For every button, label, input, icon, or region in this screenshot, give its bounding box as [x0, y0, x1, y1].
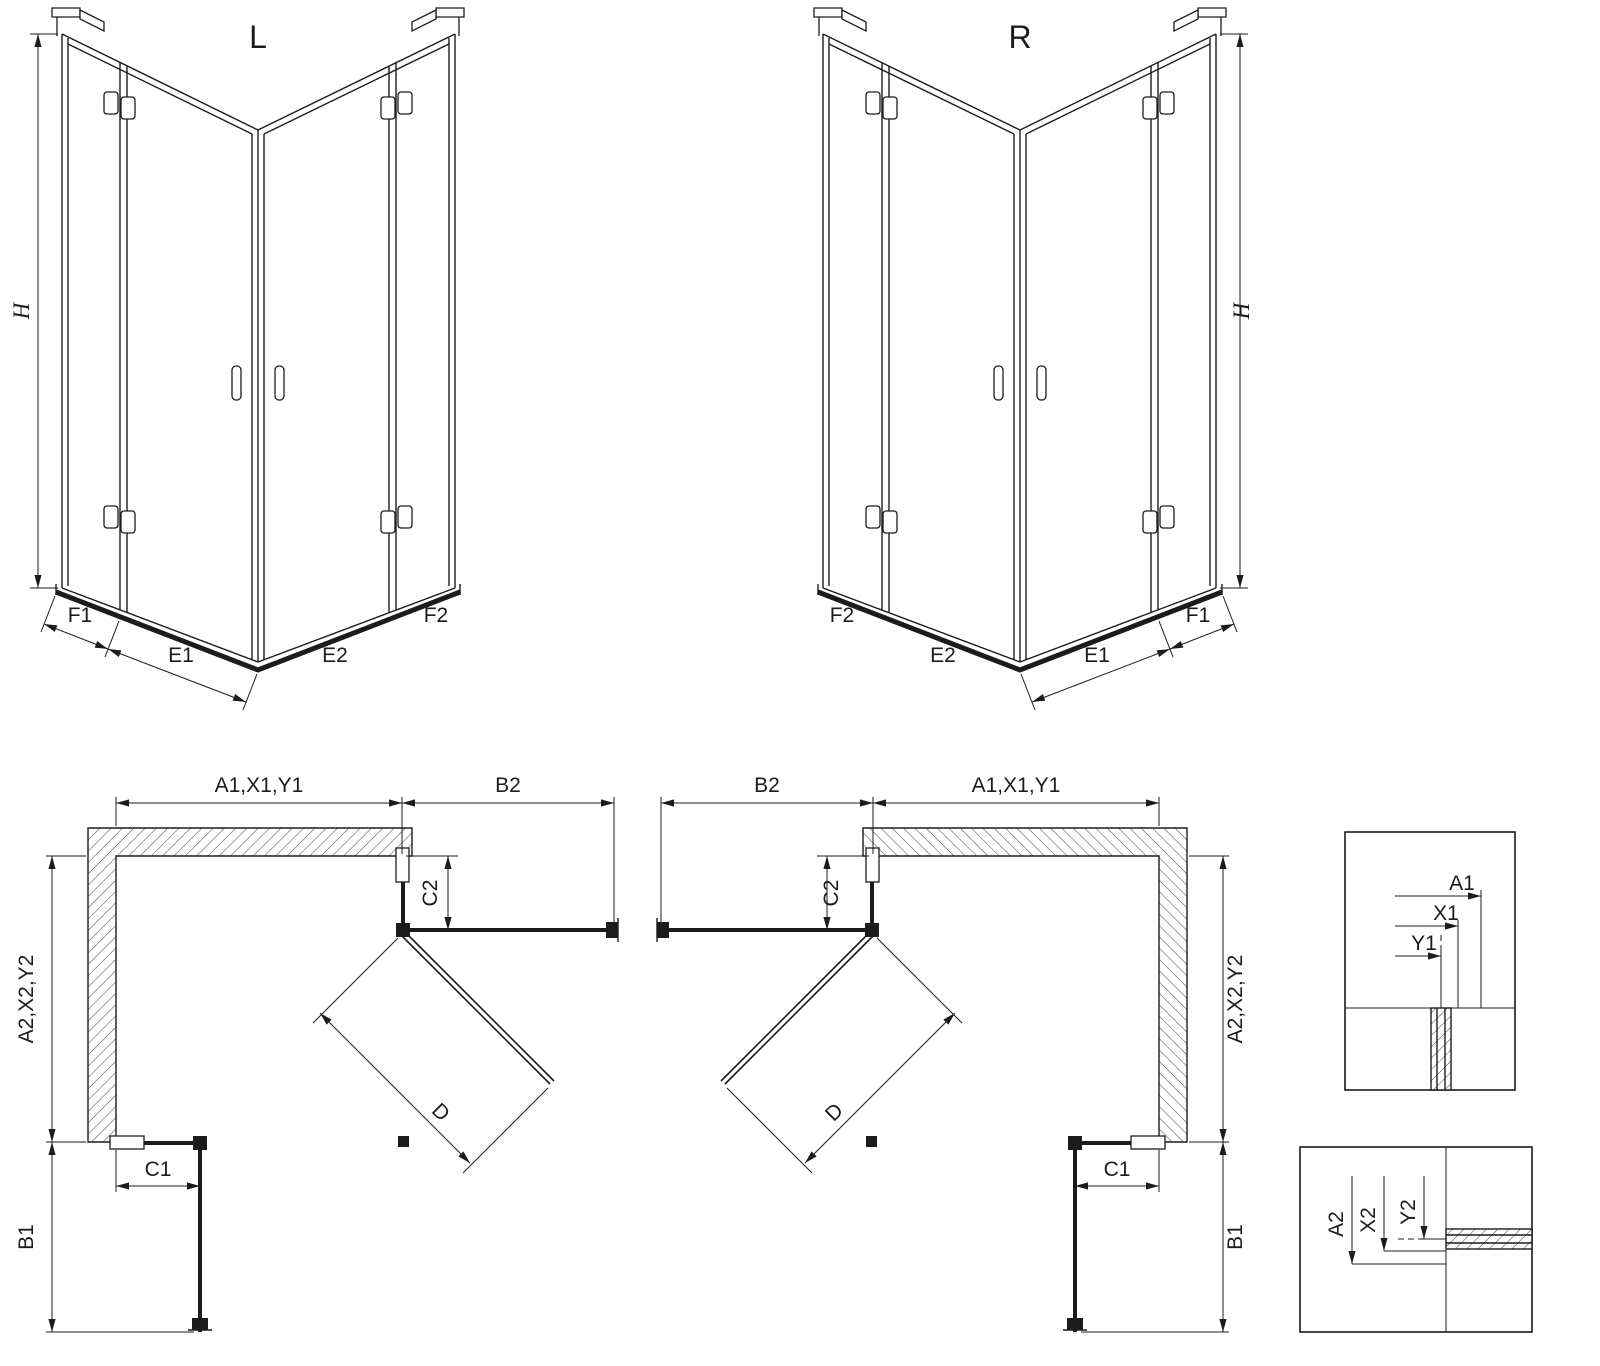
detail-bottom-dim-y2: Y2	[1397, 1199, 1420, 1225]
iso-right-dim-f2: F2	[830, 604, 855, 627]
plan-right-dim-b2: B2	[754, 774, 780, 797]
iso-view-left-linework	[30, 8, 464, 710]
iso-left-title: L	[249, 19, 267, 55]
detail-bottom-dim-x2: X2	[1357, 1207, 1380, 1233]
plan-right-dim-a2: A2,X2,Y2	[1224, 955, 1247, 1044]
iso-left-dim-f1: F1	[68, 604, 93, 627]
plan-right-dim-b1: B1	[1224, 1224, 1247, 1250]
plan-left-dim-b1: B1	[15, 1224, 38, 1250]
iso-right-dim-e1: E1	[1084, 644, 1110, 667]
iso-left-dim-e2: E2	[322, 644, 348, 667]
plan-right-dim-a1: A1,X1,Y1	[972, 774, 1061, 797]
plan-left-dim-d: D	[427, 1099, 454, 1126]
detail-bottom-dim-a2: A2	[1325, 1211, 1348, 1237]
plan-right-dim-d: D	[821, 1099, 848, 1126]
detail-box-top	[1344, 831, 1516, 1091]
iso-right-dim-e2: E2	[930, 644, 956, 667]
plan-right-dim-c1: C1	[1104, 1158, 1131, 1181]
detail-bottom-dim-lines	[1348, 1176, 1446, 1265]
detail-top-dim-y1: Y1	[1411, 932, 1437, 955]
iso-right-dim-h: H	[1229, 301, 1254, 320]
detail-box-bottom	[1299, 1146, 1533, 1333]
plan-left-dim-a2: A2,X2,Y2	[15, 955, 38, 1044]
plan-left-dim-b2: B2	[495, 774, 521, 797]
plan-left-dim-c2: C2	[419, 880, 442, 907]
plan-left-dim-a1: A1,X1,Y1	[215, 774, 304, 797]
plan-view-right-linework	[657, 797, 1229, 1332]
detail-top-dim-x1: X1	[1433, 902, 1459, 925]
iso-left-dim-e1: E1	[168, 644, 194, 667]
plan-right-dim-c2: C2	[820, 880, 843, 907]
detail-top-dim-a1: A1	[1449, 872, 1475, 895]
plan-left-dim-c1: C1	[145, 1158, 172, 1181]
plan-view-left-linework	[46, 797, 618, 1332]
iso-view-right-linework	[814, 8, 1248, 710]
labels-layer: L H F1 E1 E2 F2 R H F2 E2 E1 F1 A1,X1,Y1…	[9, 19, 1475, 1250]
iso-left-dim-h: H	[9, 301, 34, 320]
detail-top-dim-lines	[1395, 890, 1482, 1008]
iso-right-title: R	[1008, 19, 1031, 55]
iso-right-dim-f1: F1	[1186, 604, 1211, 627]
iso-left-dim-f2: F2	[424, 604, 449, 627]
